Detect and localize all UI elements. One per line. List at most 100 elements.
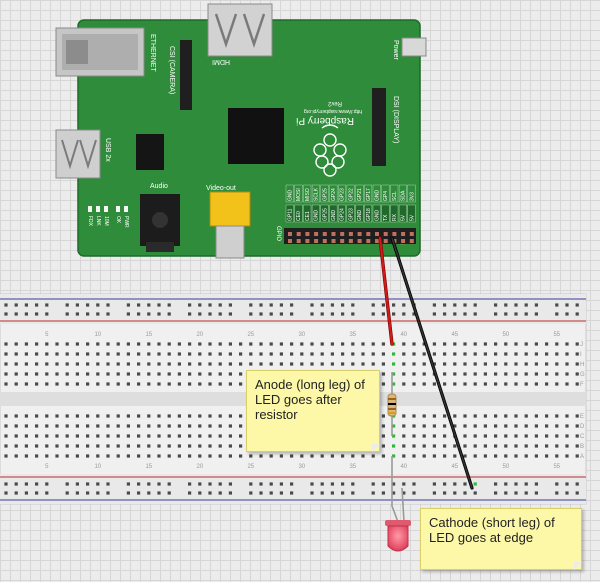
breadboard-hole — [392, 454, 396, 458]
breadboard-hole — [86, 434, 90, 438]
breadboard-hole — [177, 414, 181, 418]
rail-hole — [504, 482, 508, 486]
breadboard-hole — [422, 454, 426, 458]
breadboard-hole — [453, 414, 457, 418]
breadboard-hole — [86, 342, 90, 346]
gpio-pin — [375, 239, 379, 243]
breadboard-hole — [14, 434, 18, 438]
breadboard-hole — [126, 434, 130, 438]
gpio-pin — [331, 239, 336, 243]
ethernet-port — [55, 27, 145, 77]
breadboard-hole — [4, 372, 8, 376]
gpio-pin — [383, 239, 388, 243]
breadboard-hole — [218, 352, 222, 356]
breadboard-hole — [106, 434, 110, 438]
breadboard-hole — [208, 424, 212, 428]
gpio-pin-label: GP25 — [322, 208, 328, 221]
breadboard-hole — [188, 414, 192, 418]
breadboard-hole — [188, 454, 192, 458]
breadboard-hole — [402, 454, 406, 458]
breadboard-hole — [177, 362, 181, 366]
gpio-label-cell — [364, 184, 373, 203]
breadboard-hole — [4, 444, 8, 448]
rail-hole — [188, 312, 192, 316]
rail-hole — [4, 482, 8, 486]
breadboard-hole — [24, 454, 28, 458]
breadboard-hole — [504, 444, 508, 448]
rail-hole — [65, 303, 69, 307]
breadboard-hole — [24, 362, 28, 366]
breadboard-hole — [45, 382, 49, 386]
breadboard-hole — [75, 424, 79, 428]
rail-hole — [381, 312, 385, 316]
rail-hole — [147, 491, 151, 495]
column-label: 20 — [196, 332, 203, 338]
rail-hole — [106, 312, 110, 316]
breadboard-hole — [228, 434, 232, 438]
rail-hole — [290, 312, 294, 316]
breadboard-hole — [137, 434, 141, 438]
led-indicator — [124, 206, 128, 212]
breadboard-hole — [443, 382, 447, 386]
breadboard-hole — [239, 342, 243, 346]
rail-hole — [269, 312, 273, 316]
breadboard-hole — [147, 382, 151, 386]
breadboard-hole — [249, 342, 253, 346]
breadboard-hole — [351, 352, 355, 356]
breadboard-hole — [473, 372, 477, 376]
column-label: 5 — [45, 464, 49, 470]
breadboard-hole — [75, 414, 79, 418]
usb-label: USB 2x — [104, 138, 111, 162]
breadboard-hole — [473, 424, 477, 428]
breadboard-hole — [504, 454, 508, 458]
breadboard-hole — [106, 352, 110, 356]
gpio-pin — [340, 239, 345, 243]
rail-hole — [147, 312, 151, 316]
breadboard-hole — [126, 414, 130, 418]
rail-hole — [565, 303, 569, 307]
breadboard-hole — [45, 342, 49, 346]
gpio-pin-label: TX — [383, 214, 389, 221]
breadboard-hole — [96, 362, 100, 366]
gpio-label-cell — [390, 184, 399, 203]
breadboard-hole — [14, 362, 18, 366]
breadboard-hole — [239, 454, 243, 458]
breadboard-hole — [239, 372, 243, 376]
rail-hole — [279, 482, 283, 486]
anode-note: Anode (long leg) of LED goes after resis… — [246, 370, 380, 452]
soc-chip — [228, 108, 284, 164]
breadboard-hole — [177, 352, 181, 356]
rail-hole — [218, 491, 222, 495]
breadboard-hole — [575, 342, 579, 346]
breadboard-hole — [330, 454, 334, 458]
gpio-pin-label: 5V — [409, 214, 415, 221]
rail-hole — [494, 491, 498, 495]
breadboard-hole — [412, 454, 416, 458]
breadboard-hole — [300, 342, 304, 346]
breadboard-hole — [35, 352, 39, 356]
breadboard-hole — [14, 372, 18, 376]
rail-hole — [412, 491, 416, 495]
breadboard-hole — [330, 362, 334, 366]
breadboard-hole — [555, 342, 559, 346]
gpio-pin-label: GND — [375, 190, 381, 202]
breadboard-hole — [351, 342, 355, 346]
breadboard-hole — [86, 414, 90, 418]
breadboard-hole — [432, 424, 436, 428]
breadboard-hole — [137, 372, 141, 376]
breadboard-hole — [35, 372, 39, 376]
breadboard-hole — [514, 424, 518, 428]
rail-hole — [524, 303, 528, 307]
breadboard-hole — [116, 342, 120, 346]
breadboard-hole — [310, 342, 314, 346]
breadboard-hole — [565, 352, 569, 356]
breadboard-hole — [555, 454, 559, 458]
breadboard-hole — [157, 424, 161, 428]
breadboard-hole — [432, 362, 436, 366]
gpio-pin — [296, 239, 301, 243]
breadboard-hole — [75, 454, 79, 458]
breadboard-hole — [381, 424, 385, 428]
breadboard-hole — [565, 424, 569, 428]
breadboard-hole — [494, 434, 498, 438]
rail-hole — [473, 303, 477, 307]
